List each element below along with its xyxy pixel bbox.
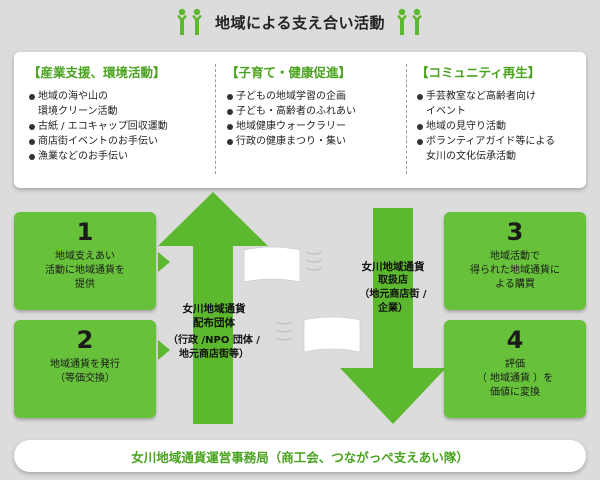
- step-number: 3: [506, 218, 524, 246]
- list-item: 手芸教室など高齢者向け: [416, 89, 592, 104]
- category-list: 手芸教室など高齢者向け イベント 地域の見守り活動 ボランティアガイド等による …: [416, 89, 592, 164]
- category-industry: 【産業支援、環境活動】 地域の海や山の 環境クリーン活動 古紙 / エコキャップ…: [28, 62, 204, 164]
- list-item: 行政の健康まつり・集い: [226, 134, 402, 149]
- people-group-icon: [395, 8, 425, 36]
- category-childcare: 【子育て・健康促進】 子どもの地域学習の企画 子ども・高齢者のふれあい 地域健康…: [226, 62, 402, 149]
- step-box-2: 2 地域通貨を発行 （等価交換）: [14, 320, 156, 418]
- list-item: 女川の文化伝承活動: [426, 151, 516, 162]
- paper-note-icon: [243, 246, 323, 283]
- list-item: 漁業などのお手伝い: [28, 149, 204, 164]
- step-number: 1: [76, 218, 94, 246]
- distributor-sub: （行政 /NPO 団体 / 地元商店街等）: [168, 335, 260, 360]
- store-title: 女川地域通貨: [361, 261, 425, 273]
- category-heading: 【コミュニティ再生】: [416, 65, 541, 80]
- list-item: 子どもの地域学習の企画: [226, 89, 402, 104]
- category-heading: 【子育て・健康促進】: [226, 65, 352, 80]
- list-item: 地域の見守り活動: [416, 119, 592, 134]
- list-item: 地域の海や山の: [28, 89, 204, 104]
- people-group-icon: [175, 8, 205, 36]
- divider: [406, 64, 407, 174]
- store-sub: 取扱店 （地元商店街 / 企業）: [359, 275, 427, 314]
- list-item: 環境クリーン活動: [38, 106, 118, 117]
- list-item: 古紙 / エコキャップ回収運動: [28, 119, 204, 134]
- step-box-1: 1 地域支えあい 活動に地域通貨を 提供: [14, 212, 156, 310]
- category-list: 子どもの地域学習の企画 子ども・高齢者のふれあい 地域健康ウォークラリー 行政の…: [226, 89, 402, 149]
- step-text: 評価 （ 地域通貨 ）を 価値に変換: [476, 359, 554, 398]
- up-arrow-icon: [158, 192, 268, 424]
- list-item: 子ども・高齢者のふれあい: [226, 104, 402, 119]
- step-text: 地域活動で 得られた地域通貨に よる購買: [470, 251, 560, 290]
- category-list: 地域の海や山の 環境クリーン活動 古紙 / エコキャップ回収運動 商店街イベント…: [28, 89, 204, 164]
- distributor-title: 女川地域通貨 配布団体: [182, 303, 246, 329]
- category-heading: 【産業支援、環境活動】: [28, 65, 166, 80]
- step-box-4: 4 評価 （ 地域通貨 ）を 価値に変換: [444, 320, 586, 418]
- paper-note-icon: [275, 316, 361, 353]
- step-text: 地域通貨を発行 （等価交換）: [50, 359, 120, 384]
- activities-card: 【産業支援、環境活動】 地域の海や山の 環境クリーン活動 古紙 / エコキャップ…: [14, 52, 586, 188]
- step-number: 4: [506, 326, 524, 354]
- page-title: 地域による支え合い活動: [214, 13, 386, 32]
- footer-text: 女川地域通貨運営事務局（商工会、つながっぺ支えあい隊）: [131, 449, 469, 465]
- down-arrow-icon: [340, 208, 446, 424]
- office-footer: 女川地域通貨運営事務局（商工会、つながっぺ支えあい隊）: [14, 440, 586, 472]
- right-pointer-icon: [158, 340, 170, 360]
- list-item: 商店街イベントのお手伝い: [28, 134, 204, 149]
- list-item: 地域健康ウォークラリー: [226, 119, 402, 134]
- list-item: ボランティアガイド等による: [416, 134, 592, 149]
- step-box-3: 3 地域活動で 得られた地域通貨に よる購買: [444, 212, 586, 310]
- category-community: 【コミュニティ再生】 手芸教室など高齢者向け イベント 地域の見守り活動 ボラン…: [416, 62, 592, 164]
- right-pointer-icon: [158, 252, 170, 272]
- step-number: 2: [76, 326, 94, 354]
- list-item: イベント: [426, 106, 466, 117]
- step-text: 地域支えあい 活動に地域通貨を 提供: [45, 251, 125, 290]
- divider: [215, 64, 216, 174]
- title-bar: 地域による支え合い活動: [0, 0, 600, 44]
